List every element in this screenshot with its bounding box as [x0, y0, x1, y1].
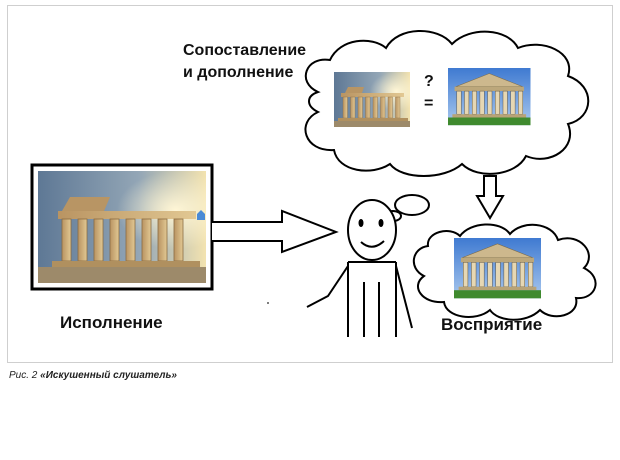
thought-bubble-large: [394, 194, 430, 216]
perception-label: Восприятие: [441, 315, 542, 334]
figure-caption: Рис. 2 «Искушенный слушатель»: [9, 370, 177, 381]
performance-label: Исполнение: [60, 313, 163, 332]
caption-title: «Искушенный слушатель»: [40, 370, 177, 381]
stick-figure: [306, 199, 413, 337]
thought-cloud-comparison: [304, 30, 590, 177]
small-dot: [267, 302, 269, 304]
arrow-to-listener: [212, 209, 339, 254]
photo-corner-mark: [197, 210, 205, 220]
comparison-label-line1: Сопоставление: [183, 42, 306, 59]
equals-sign: =: [424, 95, 433, 112]
restored-parthenon-image-top: [448, 68, 531, 126]
ruined-parthenon-photo: [38, 171, 206, 283]
arrow-to-perception: [475, 175, 505, 220]
comparison-label-line2: и дополнение: [183, 64, 293, 81]
figure-frame: [7, 5, 613, 363]
ruined-parthenon-photo-small: [334, 72, 410, 127]
caption-prefix: Рис. 2: [9, 370, 41, 381]
question-mark: ?: [424, 73, 434, 90]
restored-parthenon-image-bottom: [454, 238, 541, 299]
